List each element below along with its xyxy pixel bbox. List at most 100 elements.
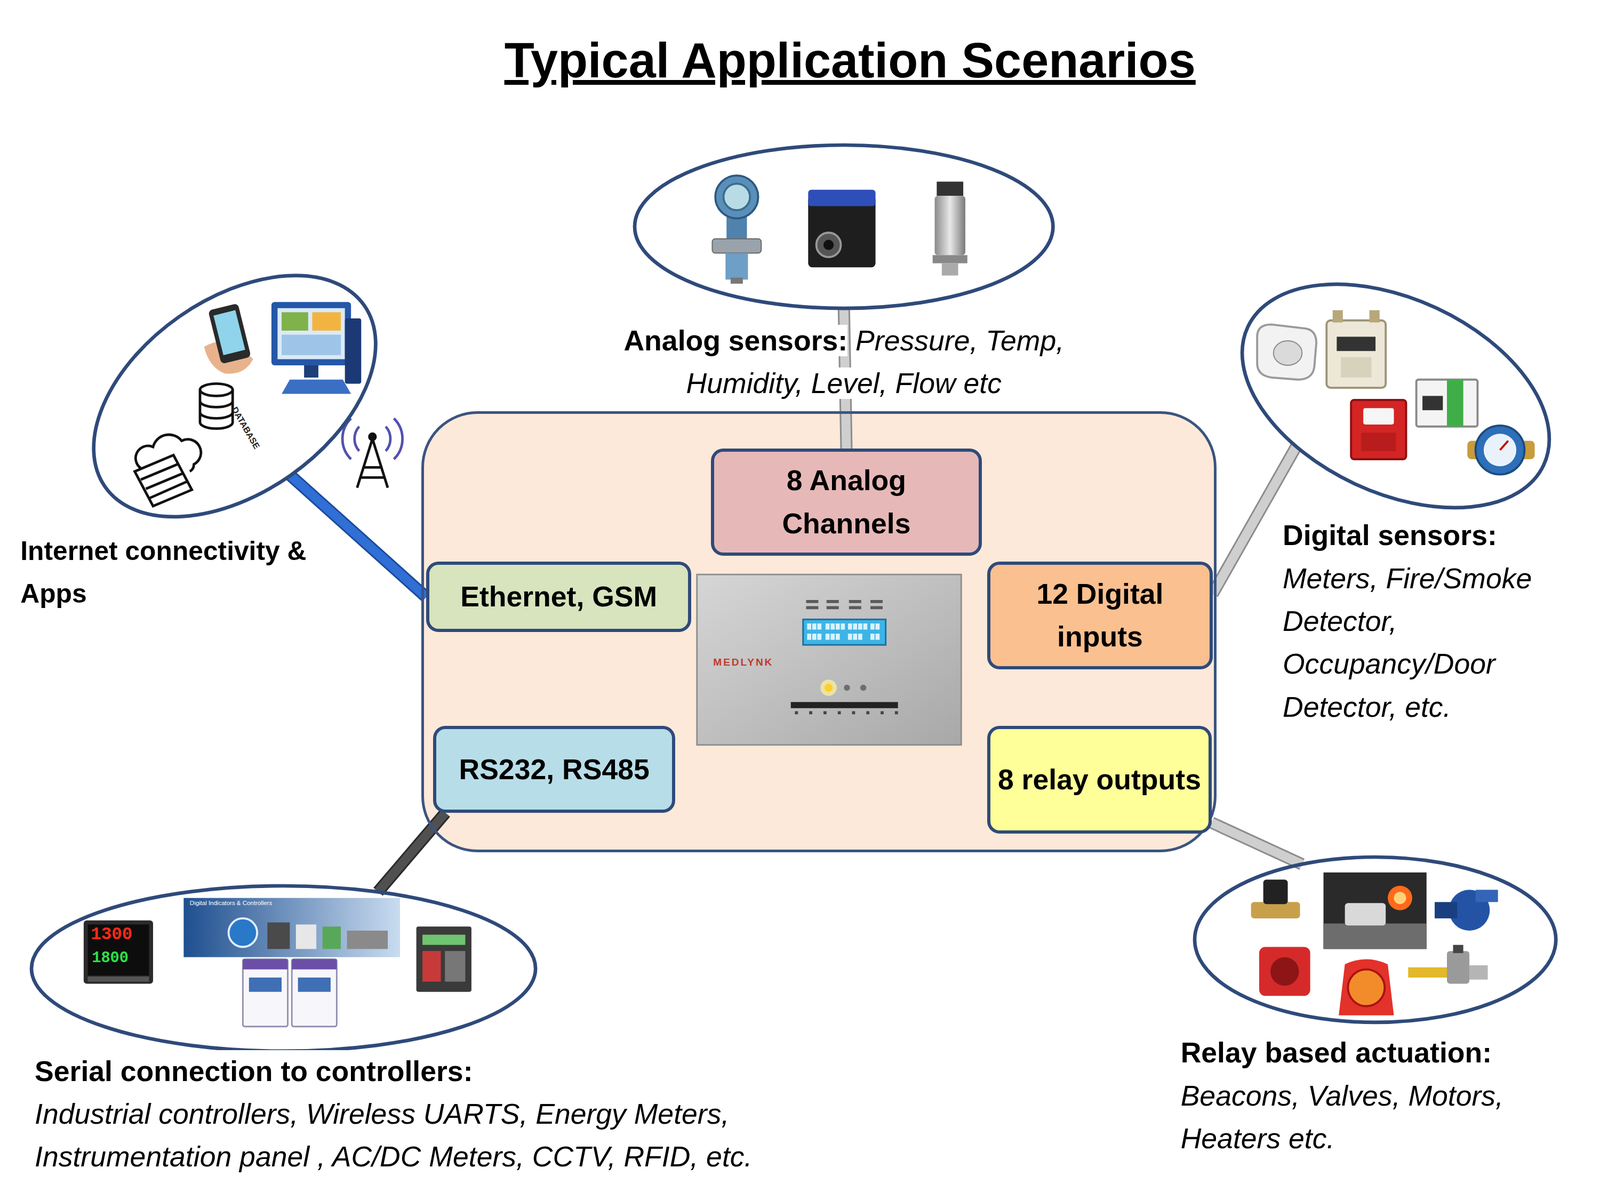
analog-sensor-group: Analog sensors:Pressure, Temp, Humidity,… — [634, 145, 1053, 309]
label-block: Analog sensors:Pressure, Temp, Humidity,… — [592, 319, 1096, 406]
beacon-photo — [1323, 872, 1427, 949]
device-housing-fill — [421, 411, 1216, 853]
pressure-transmitter — [725, 252, 748, 280]
device-panel — [870, 623, 875, 630]
brand-name: MEDLYNK — [713, 657, 774, 668]
water-meter — [1467, 425, 1535, 475]
gas-valve — [1446, 950, 1470, 984]
label-block: Serial connection to controllers:Industr… — [34, 1050, 852, 1179]
cable-outline — [378, 812, 446, 892]
energy-meters — [249, 977, 282, 992]
pressure-transducer — [936, 181, 964, 197]
cable-outline — [290, 475, 427, 597]
device-panel — [866, 711, 870, 715]
ellipse-outline — [31, 885, 536, 1052]
port-box: 8 relay outputs — [987, 725, 1212, 834]
device-panel — [790, 701, 899, 708]
fire-alarm — [1350, 400, 1406, 460]
label-block: Digital sensors:Meters, Fire/Smoke Detec… — [1282, 514, 1587, 729]
desktop-computer — [312, 312, 341, 331]
ellipse-outline — [93, 275, 376, 517]
device-panel — [837, 711, 842, 715]
pump — [1434, 901, 1458, 919]
water-meter — [1483, 433, 1517, 467]
icon-caption: DATABASE — [230, 405, 262, 451]
product-banner — [183, 898, 400, 958]
water-meter — [1475, 425, 1525, 475]
pump — [1434, 889, 1499, 931]
pressure-transmitter — [712, 175, 762, 284]
beacon-photo — [1394, 891, 1407, 904]
desktop-computer — [345, 318, 362, 384]
din-rail-detector — [1446, 379, 1464, 427]
energy-meters — [242, 958, 288, 1027]
din-controller — [422, 934, 466, 946]
port-box: RS232, RS485 — [433, 725, 675, 813]
banner-caption: Digital Indicators & Controllers — [189, 900, 272, 907]
internet-group: Internet connectivity & Apps — [93, 275, 376, 517]
device-panel — [870, 633, 875, 640]
gas-meter — [1340, 357, 1372, 378]
actuator-group: Relay based actuation:Beacons, Valves, M… — [1194, 857, 1556, 1023]
device-panel — [817, 623, 822, 630]
group-heading: Relay based actuation: — [1180, 1031, 1559, 1075]
product-banner — [296, 924, 317, 949]
energy-meters — [242, 958, 337, 1027]
din-rail-detector — [1422, 395, 1443, 411]
gas-meter — [1369, 310, 1380, 323]
din-controller — [422, 950, 441, 982]
device-panel — [805, 600, 883, 610]
gas-meter — [1326, 320, 1386, 388]
desktop-computer — [277, 308, 345, 360]
device-panel — [843, 684, 850, 691]
ellipse-outline — [1206, 238, 1585, 553]
device-panel — [860, 684, 867, 691]
device-panel — [697, 574, 962, 746]
controller-group: Serial connection to controllers:Industr… — [31, 885, 536, 1052]
cable-connector — [378, 812, 446, 892]
device-panel — [794, 711, 798, 715]
photoelectric-sensor — [823, 240, 834, 251]
group-heading: Internet connectivity & Apps — [20, 536, 307, 609]
device-panel — [794, 711, 898, 715]
device-panel — [880, 711, 884, 715]
device-panel — [806, 623, 880, 640]
group-heading: Analog sensors: — [623, 324, 848, 357]
port-box: 8 Analog Channels — [710, 448, 982, 556]
desktop-computer — [281, 312, 309, 331]
pressure-transmitter — [723, 183, 751, 211]
device-panel — [812, 623, 817, 630]
box-text: RS232, RS485 — [458, 748, 650, 791]
energy-meters — [291, 958, 337, 1027]
motion-sensor — [1257, 324, 1317, 380]
device-panel — [858, 633, 863, 640]
ellipse-outline — [1242, 283, 1549, 509]
device-panel — [848, 623, 853, 630]
device-panel — [830, 623, 835, 630]
device-panel — [823, 711, 827, 715]
solenoid-valve — [1263, 879, 1288, 904]
database-icon — [200, 383, 233, 429]
device-panel — [806, 623, 812, 630]
solenoid-valve — [1251, 901, 1301, 919]
ellipse-outline — [634, 145, 1053, 309]
device-panel — [849, 605, 862, 610]
phone-in-hand — [204, 303, 254, 374]
desktop-computer — [271, 301, 351, 366]
photoelectric-sensor — [808, 189, 876, 207]
device-panel — [875, 633, 880, 640]
device-panel — [852, 711, 856, 715]
group-heading: Digital sensors: — [1282, 514, 1587, 557]
phone-in-hand — [208, 303, 252, 365]
pressure-transmitter — [715, 175, 758, 219]
device-panel — [849, 600, 862, 604]
port-box: 12 Digital inputs — [987, 561, 1213, 669]
device-panel — [841, 623, 846, 630]
desktop-computer — [281, 379, 351, 395]
ellipse-outline — [634, 145, 1053, 309]
device-panel — [803, 619, 886, 645]
gas-valve — [1469, 965, 1488, 980]
antenna-tower — [369, 433, 376, 440]
